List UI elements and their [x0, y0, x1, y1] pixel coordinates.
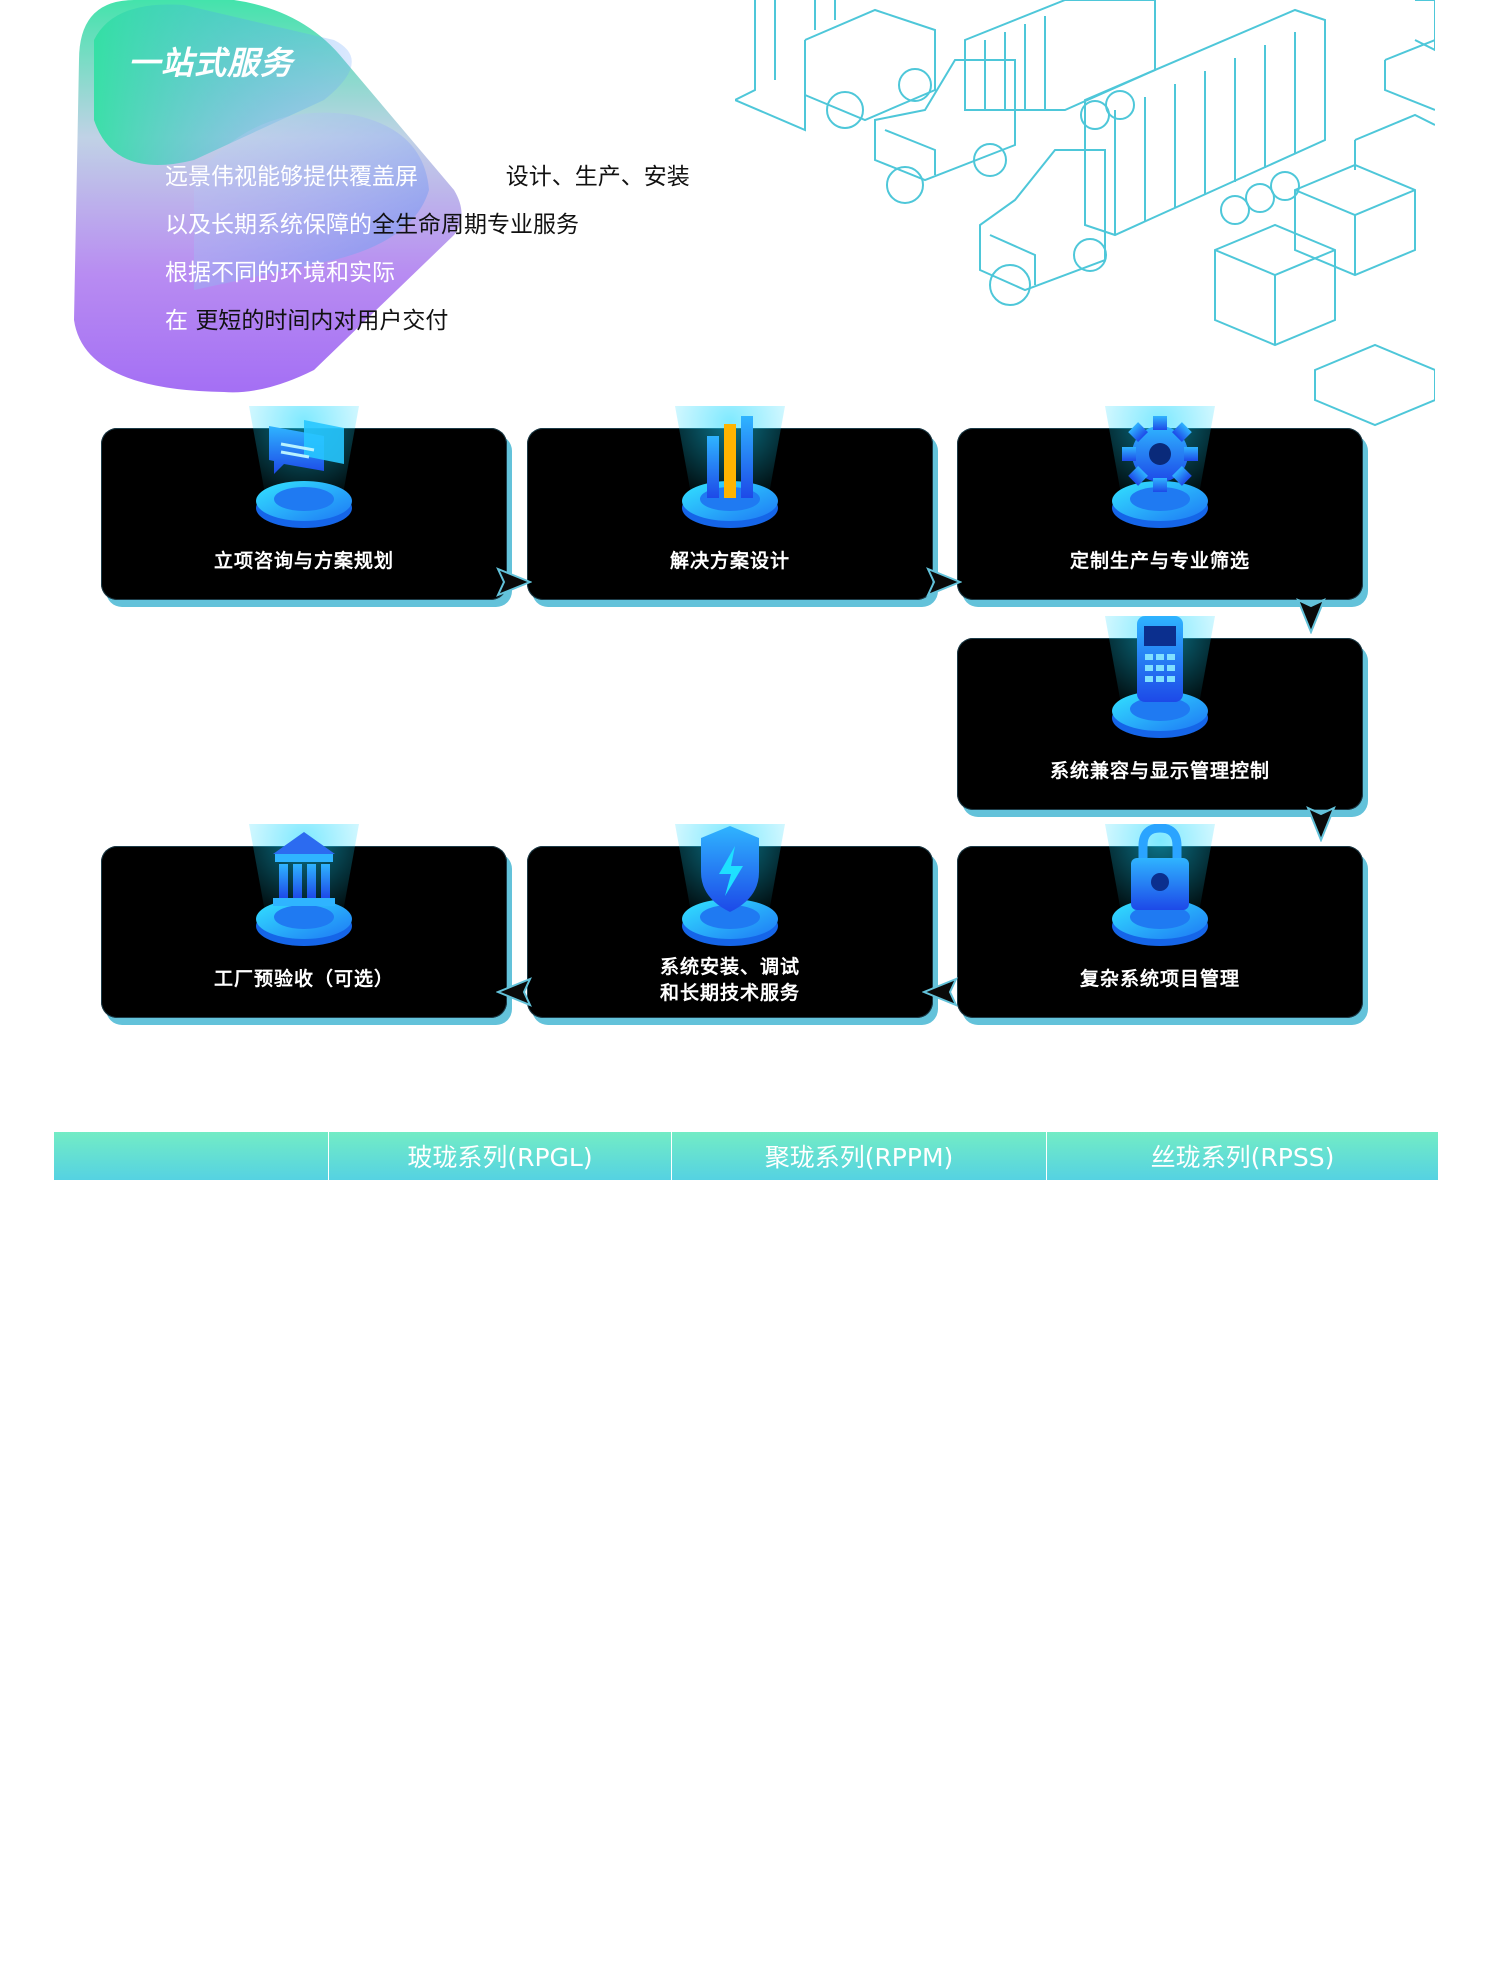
- bar-chart-icon: [675, 406, 785, 528]
- step-label: 工厂预验收（可选）: [213, 968, 394, 990]
- chat-bubbles-icon: [249, 406, 359, 528]
- process-step-card: 系统安装、调试 和长期技术服务: [527, 824, 933, 1018]
- step-label: 复杂系统项目管理: [1079, 968, 1240, 990]
- process-step-card: 系统兼容与显示管理控制: [957, 616, 1363, 810]
- forklift-icon: [735, 0, 936, 132]
- arrow-left-icon: [922, 977, 958, 1007]
- process-step-card: 工厂预验收（可选）: [101, 824, 507, 1018]
- phone-icon: [1105, 616, 1215, 738]
- step-label: 解决方案设计: [669, 550, 790, 572]
- hero-gradient-shape: [74, 0, 462, 393]
- process-step-card: 复杂系统项目管理: [957, 824, 1363, 1018]
- process-step-card: 定制生产与专业筛选: [957, 406, 1363, 600]
- hero-title: 一站式服务: [128, 44, 294, 82]
- hero-text-line: 根据不同的环境和实际: [165, 260, 395, 286]
- gear-icon: [1105, 406, 1215, 528]
- hero-text-line: 在 更短的时间内对用户交付: [165, 308, 449, 334]
- lock-icon: [1105, 824, 1215, 946]
- step-label: 定制生产与专业筛选: [1069, 550, 1250, 572]
- arrow-right-icon: [926, 567, 962, 597]
- arrow-down-icon: [1306, 806, 1336, 842]
- series-table-header: 玻珑系列(RPGL) 聚珑系列(RPPM) 丝珑系列(RPSS): [54, 1132, 1438, 1180]
- process-step-card: 解决方案设计: [527, 406, 933, 600]
- arrow-right-icon: [496, 567, 532, 597]
- hero-text-line: 以及长期系统保障的全生命周期专业服务: [165, 212, 579, 238]
- arrow-down-icon: [1296, 598, 1326, 634]
- table-header-cell: 丝珑系列(RPSS): [1150, 1143, 1335, 1172]
- container-truck-icon: [979, 8, 1326, 306]
- arrow-left-icon: [496, 977, 532, 1007]
- shield-lightning-icon: [675, 824, 785, 946]
- process-step-card: 立项咨询与方案规划: [101, 406, 507, 600]
- cargo-boxes-icon: [1214, 0, 1435, 427]
- table-header-cell: 玻珑系列(RPGL): [329, 1132, 672, 1180]
- bank-building-icon: [249, 824, 359, 946]
- step-label: 系统兼容与显示管理控制: [1049, 760, 1270, 782]
- table-header-cell: [54, 1132, 329, 1180]
- step-label: 立项咨询与方案规划: [213, 550, 394, 572]
- logistics-trucks-illustration: [735, 0, 1435, 427]
- hero-text-line: 远景伟视能够提供覆盖屏 设计、生产、安装: [165, 164, 690, 190]
- step-label: 系统安装、调试 和长期技术服务: [659, 956, 800, 1004]
- table-header-cell: 聚珑系列(RPPM): [672, 1132, 1047, 1180]
